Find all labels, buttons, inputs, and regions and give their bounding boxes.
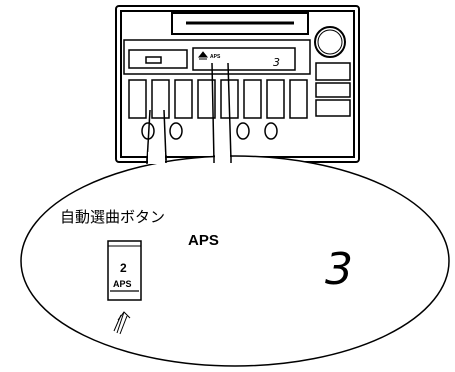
aps-preset-button[interactable]: 2 APS xyxy=(107,240,142,301)
preset-button-4[interactable] xyxy=(197,79,216,119)
preset-button-2[interactable] xyxy=(151,79,170,119)
preset-button-8[interactable] xyxy=(289,79,308,119)
preset-button-7[interactable] xyxy=(266,79,285,119)
volume-knob[interactable] xyxy=(314,26,346,58)
cassette-slot-frame[interactable] xyxy=(171,12,309,35)
lcd-frame xyxy=(192,47,296,71)
cassette-panel xyxy=(171,12,309,35)
preset-button-3[interactable] xyxy=(174,79,193,119)
aps-button-label: APS xyxy=(113,279,132,289)
aps-button-body[interactable] xyxy=(107,240,142,301)
callout-aps-label: APS xyxy=(188,232,219,249)
small-knobs xyxy=(141,122,278,140)
small-knob-3[interactable] xyxy=(236,122,250,140)
right-button-3[interactable] xyxy=(315,99,351,117)
aps-button-number: 2 xyxy=(120,261,127,275)
right-buttons xyxy=(315,62,351,117)
preset-buttons xyxy=(128,79,308,119)
eject-icon xyxy=(197,51,209,60)
callout-bubble xyxy=(20,155,450,367)
left-window xyxy=(128,49,188,69)
control-panel xyxy=(123,39,311,75)
preset-button-1[interactable] xyxy=(128,79,147,119)
callout-title: 自動選曲ボタン xyxy=(60,208,165,226)
right-button-1[interactable] xyxy=(315,62,351,81)
right-button-2[interactable] xyxy=(315,82,351,98)
small-knob-4[interactable] xyxy=(264,122,278,140)
callout-pointer xyxy=(146,62,232,163)
lcd-display: APS 3 xyxy=(192,47,296,71)
left-window-slot xyxy=(145,56,162,64)
lcd-track-digit: 3 xyxy=(273,56,280,69)
small-knob-2[interactable] xyxy=(169,122,183,140)
press-arrow-icon xyxy=(113,311,131,335)
lcd-mode-text: APS xyxy=(210,54,221,60)
preset-button-6[interactable] xyxy=(243,79,262,119)
callout-track-digit: 3 xyxy=(325,244,353,295)
